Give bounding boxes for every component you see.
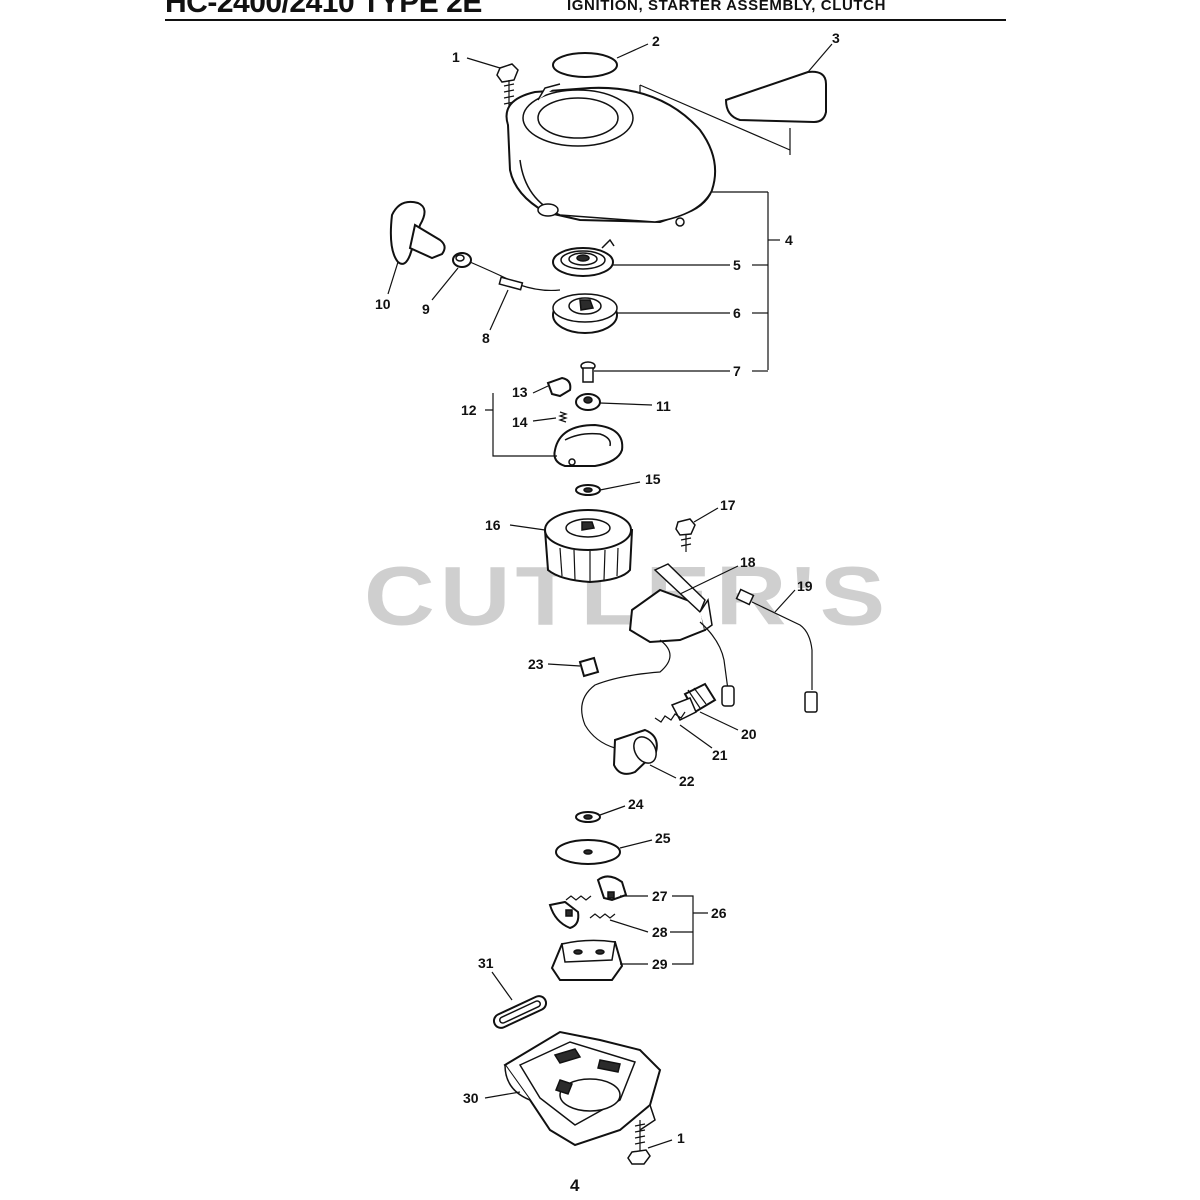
callout-7: 7 [733, 363, 741, 379]
leader-23 [547, 663, 581, 667]
callout-8: 8 [482, 330, 490, 346]
part-13-pawl [546, 376, 572, 398]
part-28-clutch-spring-upper [565, 895, 592, 901]
callout-27: 27 [652, 888, 668, 904]
callout-17: 17 [720, 497, 736, 513]
page-header: HC-2400/2410 TYPE 2E IGNITION, STARTER A… [0, 0, 1200, 24]
leader-3 [807, 43, 833, 73]
part-19-wire [735, 588, 818, 713]
callout-1-bottom: 1 [677, 1130, 685, 1146]
leader-2 [616, 43, 649, 59]
leader-15 [599, 481, 641, 491]
header-rule [165, 19, 1006, 21]
part-11-nut [575, 393, 601, 411]
part-16-flywheel [543, 509, 634, 584]
leader-14 [532, 417, 557, 422]
callout-4: 4 [785, 232, 793, 248]
leader-24 [599, 805, 626, 816]
part-9-grommet [452, 252, 472, 268]
leader-17 [693, 507, 719, 523]
part-15-washer [575, 484, 601, 496]
callout-23: 23 [528, 656, 544, 672]
part-31-gasket [492, 995, 548, 1029]
callout-1-top: 1 [452, 49, 460, 65]
callout-29: 29 [652, 956, 668, 972]
callout-11: 11 [656, 398, 671, 414]
part-23-grommet [578, 656, 600, 678]
leader-18 [679, 565, 739, 595]
part-20-spark-plug [670, 682, 717, 721]
leader-19 [774, 589, 796, 613]
leader-10 [387, 261, 399, 295]
callout-30: 30 [463, 1090, 479, 1106]
model-title: HC-2400/2410 TYPE 2E [165, 0, 482, 19]
part-30-clutch-housing [503, 1030, 662, 1147]
callout-9: 9 [422, 301, 430, 317]
part-8-rope-segment [498, 276, 524, 291]
callout-2: 2 [652, 33, 660, 49]
callout-31: 31 [478, 955, 494, 971]
part-24-washer [575, 811, 601, 823]
part-2-label-disc [552, 52, 618, 78]
part-6-pulley [552, 293, 618, 334]
callout-24: 24 [628, 796, 644, 812]
leader-13 [532, 385, 549, 394]
leader-12-bracket [485, 393, 557, 457]
callout-5: 5 [733, 257, 741, 273]
part-4-starter-housing [505, 83, 717, 227]
leader-26-bracket [670, 895, 708, 965]
part-1-screw-bottom [627, 1120, 651, 1165]
part-22-plug-boot [612, 728, 658, 775]
part-12-pawl-carrier [553, 423, 624, 467]
callout-16: 16 [485, 517, 501, 533]
leader-9 [431, 267, 459, 301]
leader-31 [491, 971, 513, 1001]
part-21-spring [654, 711, 686, 723]
callout-18: 18 [740, 554, 756, 570]
part-28-clutch-spring-lower [589, 913, 616, 919]
leader-8 [489, 289, 509, 331]
callout-26: 26 [711, 905, 727, 921]
callout-10: 10 [375, 296, 391, 312]
part-17-screw [675, 518, 696, 552]
callout-6: 6 [733, 305, 741, 321]
callout-21: 21 [712, 747, 728, 763]
leader-22 [649, 764, 677, 779]
section-title: IGNITION, STARTER ASSEMBLY, CLUTCH [567, 0, 887, 14]
leader-21 [679, 724, 713, 749]
page-number: 4 [570, 1176, 580, 1195]
leader-1-top [466, 57, 501, 69]
part-5-recoil-spring [552, 238, 615, 277]
callout-3: 3 [832, 30, 840, 46]
part-27-clutch-shoe-left [548, 900, 580, 930]
part-29-clutch-hub [550, 939, 624, 981]
leader-11 [599, 402, 653, 406]
leader-30 [484, 1091, 521, 1099]
part-7-screw [580, 361, 596, 383]
leader-1-bottom [647, 1139, 673, 1149]
leader-25 [619, 839, 653, 849]
callout-22: 22 [679, 773, 695, 789]
part-25-clutch-plate [555, 839, 621, 865]
part-3-decal [724, 70, 827, 124]
callout-19: 19 [797, 578, 813, 594]
part-14-spring [558, 411, 568, 423]
callout-13: 13 [512, 384, 528, 400]
leader-20 [699, 711, 739, 731]
callout-12: 12 [461, 402, 477, 418]
callout-15: 15 [645, 471, 661, 487]
part-18-ht-lead [581, 639, 671, 749]
callout-25: 25 [655, 830, 671, 846]
callout-28: 28 [652, 924, 668, 940]
part-10-starter-handle [389, 200, 446, 265]
callout-14: 14 [512, 414, 528, 430]
part-18-ignition-module [628, 563, 735, 707]
leader-16 [509, 524, 546, 531]
callout-20: 20 [741, 726, 757, 742]
leader-28 [609, 919, 649, 933]
part-27-clutch-shoe-right [596, 875, 628, 902]
